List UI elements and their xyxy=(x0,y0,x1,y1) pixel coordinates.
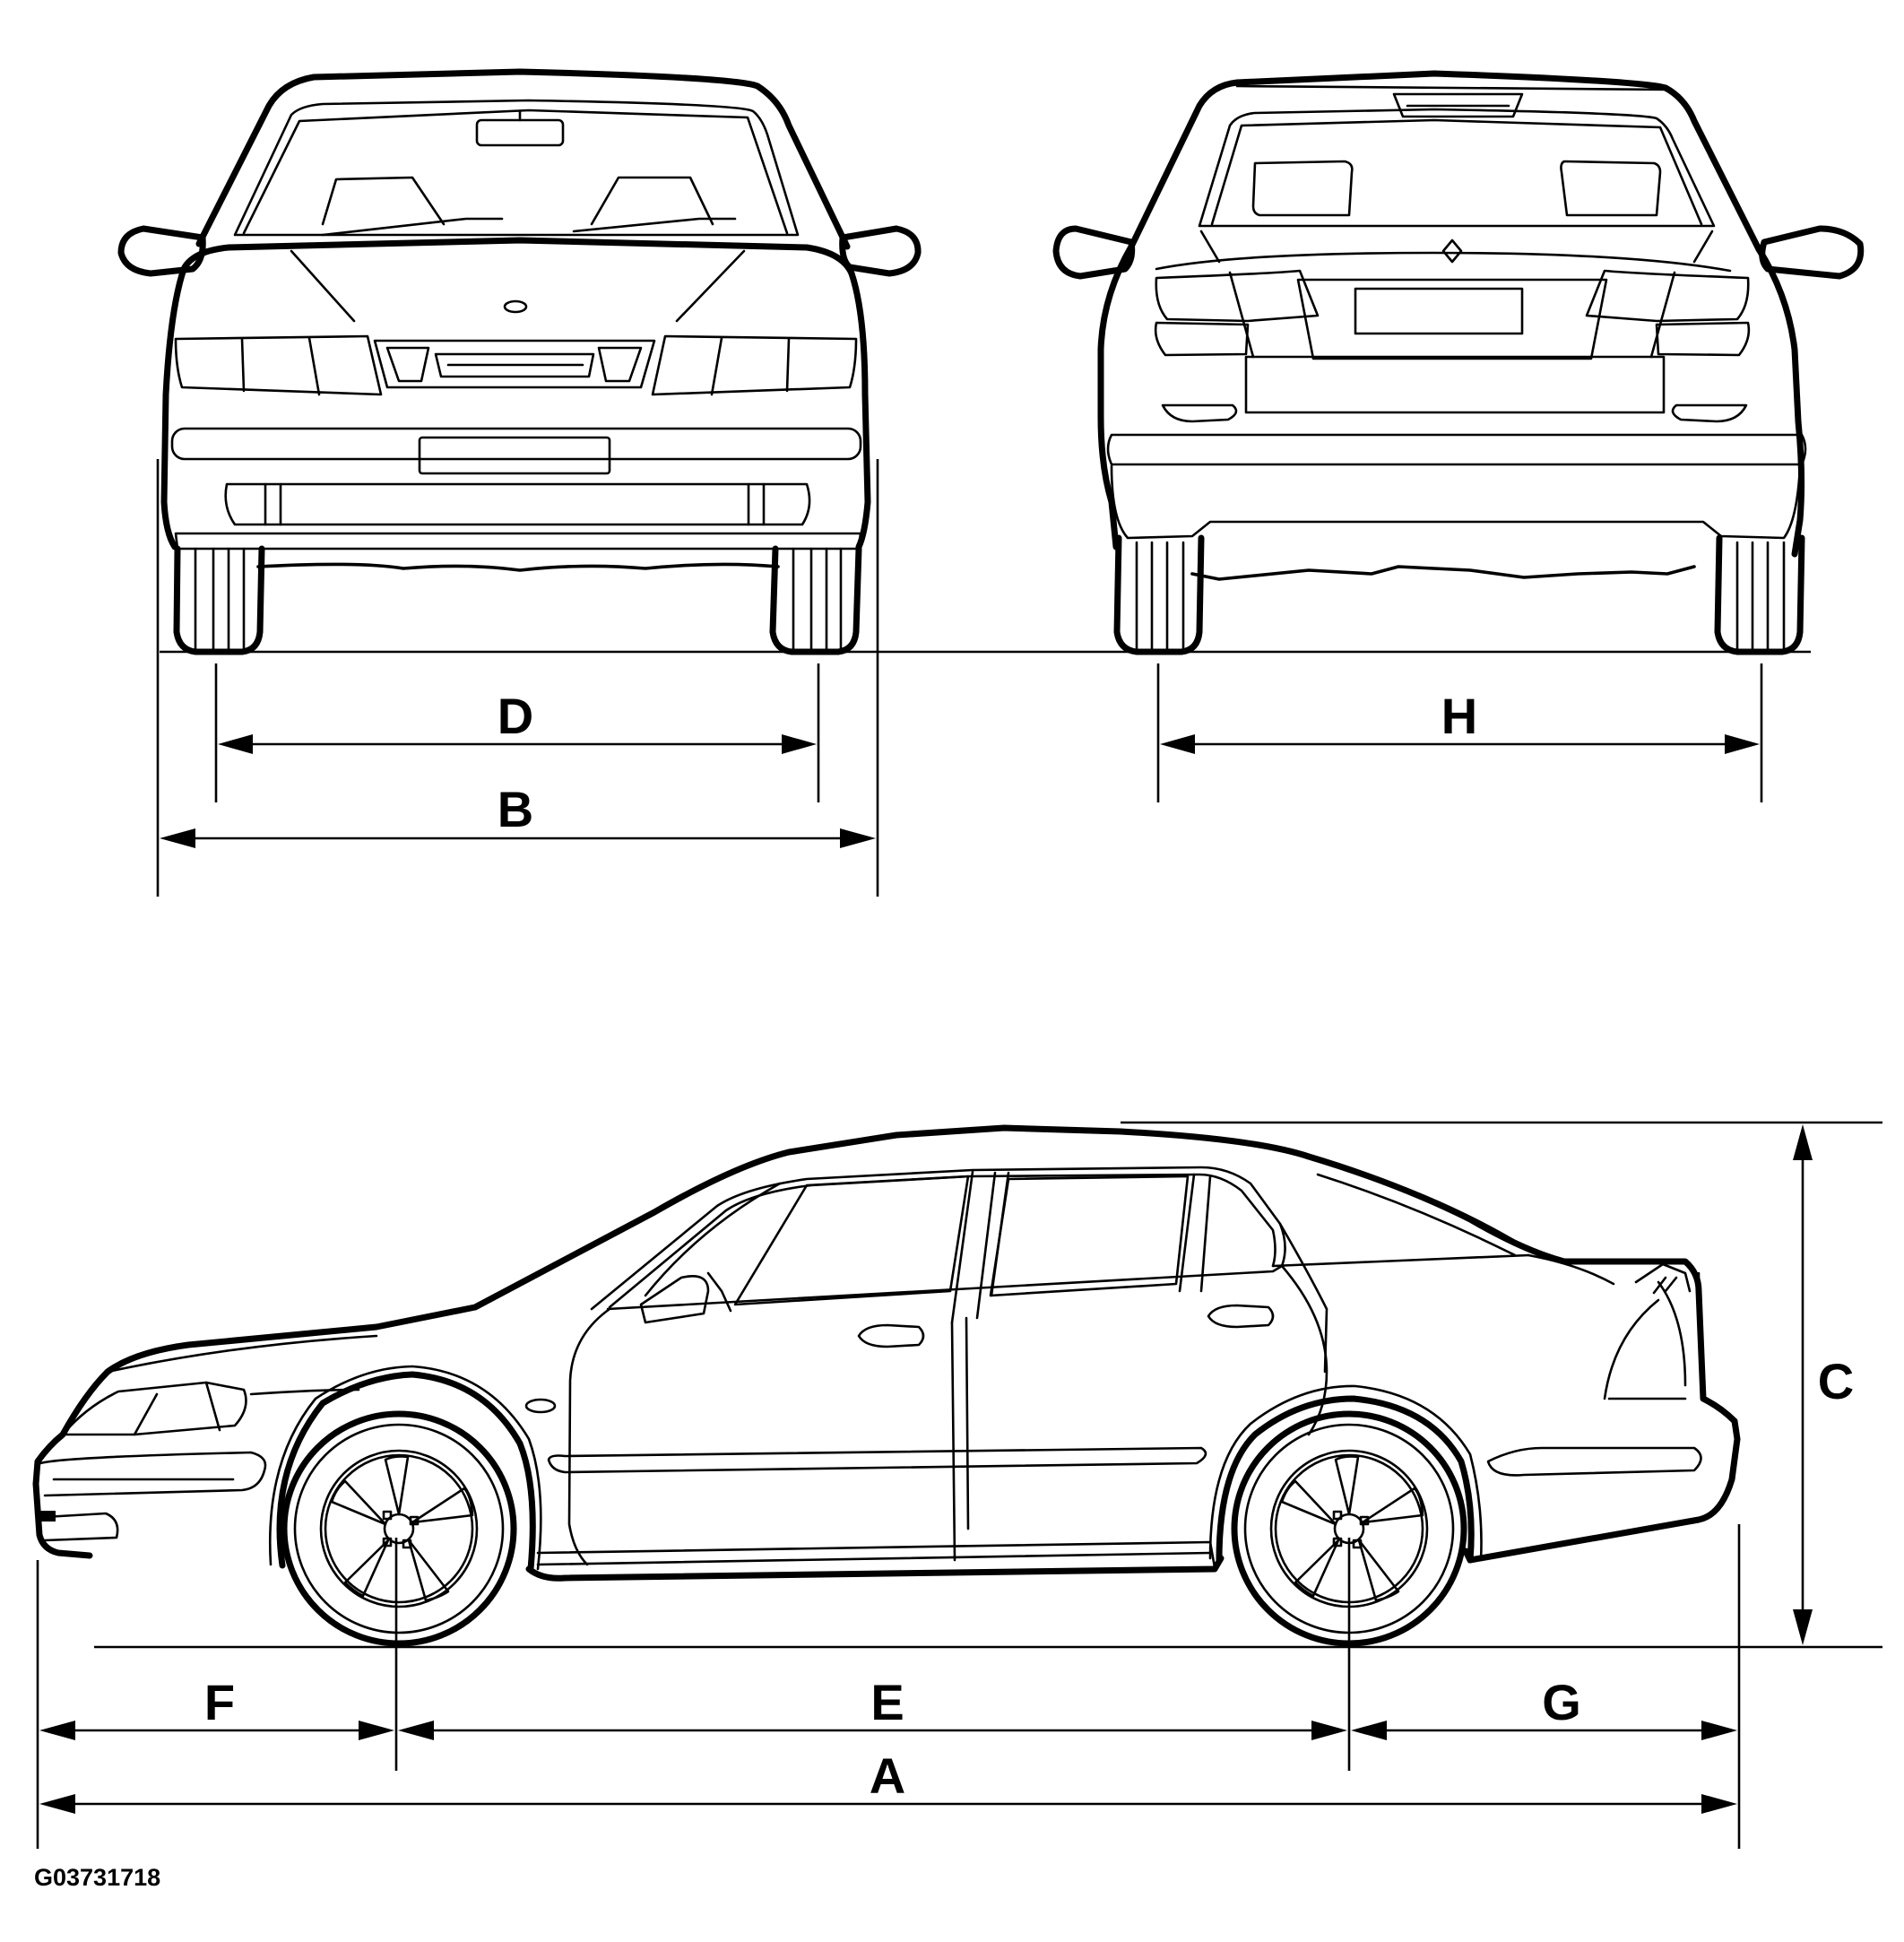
dimension-label-a: A xyxy=(870,1747,905,1804)
front-view xyxy=(117,68,922,655)
front-dimension-lines xyxy=(156,459,879,897)
dimension-label-c: C xyxy=(1818,1353,1854,1409)
figure-reference-code: G03731718 xyxy=(34,1864,160,1891)
side-dimension-lines xyxy=(36,1121,1882,1849)
dimension-label-b: B xyxy=(498,781,533,837)
rear-dimension-lines xyxy=(1156,663,1763,802)
dimension-label-g: G xyxy=(1542,1674,1581,1730)
dimension-label-f: F xyxy=(204,1674,235,1730)
front-wheel xyxy=(281,1410,517,1647)
side-view xyxy=(32,1124,1741,1647)
dimension-label-h: H xyxy=(1441,688,1477,744)
dimension-label-d: D xyxy=(498,688,533,744)
dimension-label-e: E xyxy=(870,1674,904,1730)
rear-view xyxy=(1052,70,1865,655)
